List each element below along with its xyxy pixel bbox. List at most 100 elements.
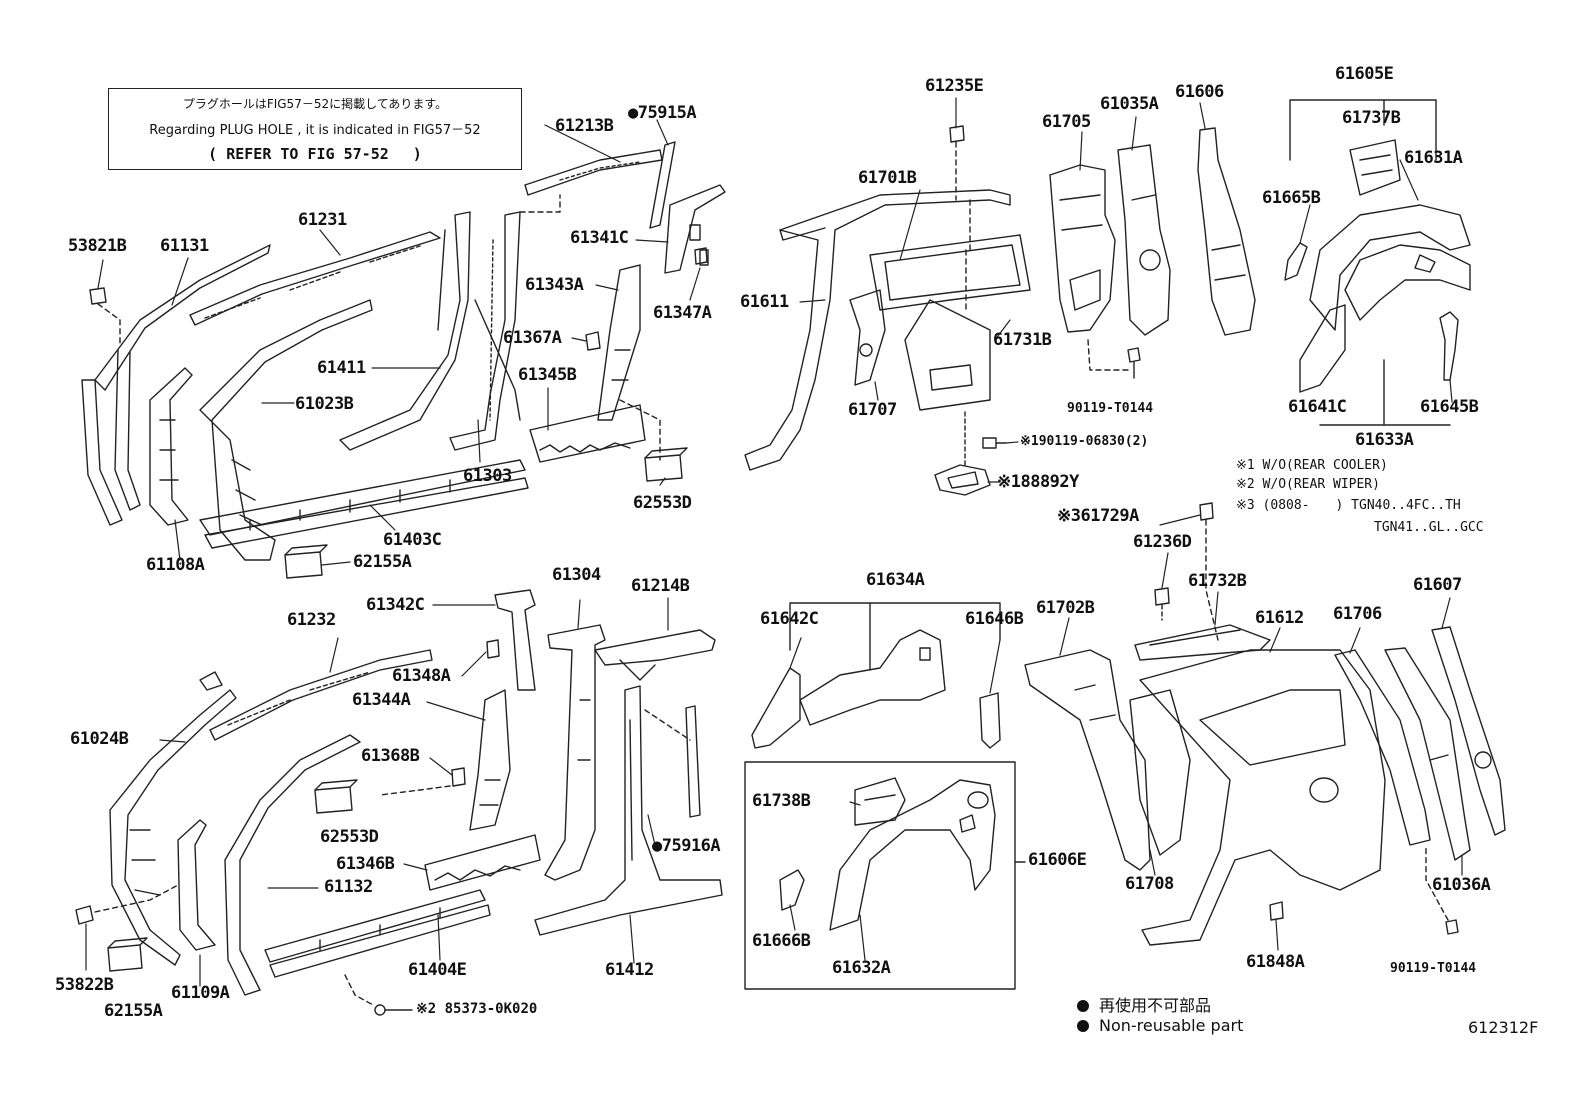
part-label-61232: 61232 (287, 610, 336, 630)
part-label-61732B: 61732B (1188, 571, 1247, 591)
cowl-side-53821B (81, 287, 123, 526)
part-label-61707: 61707 (848, 400, 897, 420)
part-label-61612: 61612 (1255, 608, 1304, 628)
wheelhouse-inner-61633A (1344, 244, 1471, 321)
part-label-61304: 61304 (552, 565, 601, 585)
block-62553D-bot (314, 779, 358, 814)
cowl-side-53822B (75, 884, 179, 925)
roof-rail-61214B (594, 629, 716, 681)
bolt-90119-top (1087, 339, 1141, 379)
clip-85373 (344, 974, 413, 1016)
roof-rail-61232 (209, 649, 433, 741)
part-label-62155A-bot: 62155A (104, 1001, 163, 1021)
part-label-62553D-top: 62553D (633, 493, 692, 513)
bracket-line-61634A (789, 602, 1001, 671)
part-label-85373-0K020: ※2 85373-0K020 (416, 1001, 538, 1017)
panel-61706 (1334, 649, 1431, 846)
plug-62155A-bot (107, 937, 148, 972)
bracket-61235E (949, 125, 971, 311)
part-label-61035A: 61035A (1100, 94, 1159, 114)
part-label-61341C: 61341C (570, 228, 629, 248)
part-label-61606E: 61606E (1028, 850, 1087, 870)
part-label-61412: 61412 (605, 960, 654, 980)
quarter-panel-61612 (1139, 649, 1386, 946)
note-rear-wiper: ※2 W/O(REAR WIPER) (1236, 477, 1380, 492)
bullet-icon (1077, 1000, 1089, 1012)
leader-lines (85, 97, 1463, 987)
panel-61641C (1299, 304, 1346, 393)
part-label-62155A-top: 62155A (353, 552, 412, 572)
refer-note-fig: ( REFER TO FIG 57-52 ) (208, 145, 422, 163)
bullet-icon (1077, 1020, 1089, 1032)
inner-pillar-61108A (149, 367, 193, 526)
bracket-61367A (585, 331, 601, 351)
dash-61213B (519, 194, 561, 213)
part-label-61737B: 61737B (1342, 108, 1401, 128)
part-label-61213B: 61213B (555, 116, 614, 136)
bracket-line-61633A (1319, 359, 1451, 426)
grommet-188892Y (934, 409, 991, 496)
rocker-61403C (199, 459, 529, 549)
note-model-range-2: TGN41..GL..GCC (1374, 520, 1484, 535)
part-label-61606: 61606 (1175, 82, 1224, 102)
part-label-61611: 61611 (740, 292, 789, 312)
part-label-61634A: 61634A (866, 570, 925, 590)
panel-61607 (1431, 626, 1506, 836)
center-pillar-61304 (544, 624, 606, 881)
part-label-61024B: 61024B (70, 729, 129, 749)
part-label-61109A: 61109A (171, 983, 230, 1003)
legend-nonreusable-jp: 再使用不可部品 (1077, 992, 1211, 1016)
part-label-61706: 61706 (1333, 604, 1382, 624)
bracket-61646B (979, 692, 1001, 749)
roof-rail-61231 (189, 231, 441, 326)
part-label-61665B: 61665B (1262, 188, 1321, 208)
part-label-90119-T0144-top: 90119-T0144 (1067, 401, 1154, 416)
part-label-61235E: 61235E (925, 76, 984, 96)
part-label-61348A: 61348A (392, 666, 451, 686)
quarter-inner-61611 (744, 189, 1011, 471)
screw-190119 (982, 437, 1007, 449)
pillar-61707 (849, 289, 886, 386)
part-label-61607: 61607 (1413, 575, 1462, 595)
block-62553D-top (644, 447, 688, 482)
part-label-61642C: 61642C (760, 609, 819, 629)
bracket-61729A (1199, 502, 1219, 641)
outer-pillar-61303 (449, 211, 521, 451)
part-label-61702B: 61702B (1036, 598, 1095, 618)
part-label-61411: 61411 (317, 358, 366, 378)
part-label-61131: 61131 (160, 236, 209, 256)
part-label-61646B: 61646B (965, 609, 1024, 629)
center-pillar-outer-61412 (534, 685, 723, 936)
bracket-line-61605E (1289, 99, 1437, 161)
part-label-61731B: 61731B (993, 330, 1052, 350)
bracket-61236D (1154, 587, 1170, 621)
center-pillar-61411 (339, 211, 471, 451)
pillar-61132 (224, 734, 361, 996)
sub-assembly-box-61606E (744, 761, 1016, 990)
bracket-61348A (486, 639, 500, 659)
bracket-61645B (1439, 311, 1459, 381)
panel-61642C (751, 667, 801, 749)
part-label-61848A: 61848A (1246, 952, 1305, 972)
part-label-61108A: 61108A (146, 555, 205, 575)
part-label-61631A: 61631A (1404, 148, 1463, 168)
part-label-53822B: 53822B (55, 975, 114, 995)
reinforce-61346B (424, 834, 541, 891)
part-label-61729A: ※361729A (1057, 506, 1139, 526)
part-label-61036A: 61036A (1432, 875, 1491, 895)
reinforce-61345B (529, 404, 646, 463)
pillar-garnish-75916A (685, 705, 701, 818)
part-label-61214B: 61214B (631, 576, 690, 596)
pillar-61702B (1024, 649, 1151, 871)
part-label-61705: 61705 (1042, 112, 1091, 132)
bracket-61347A (694, 247, 708, 265)
part-label-61404E: 61404E (408, 960, 467, 980)
wheelhouse-61632A (829, 779, 996, 931)
part-label-61347A: 61347A (653, 303, 712, 323)
panel-61634A (799, 629, 946, 726)
quarter-pillar-61341C (664, 184, 726, 274)
part-label-61345B: 61345B (518, 365, 577, 385)
reinforce-61738B (854, 777, 906, 826)
pillar-garnish-75915A (649, 141, 676, 229)
